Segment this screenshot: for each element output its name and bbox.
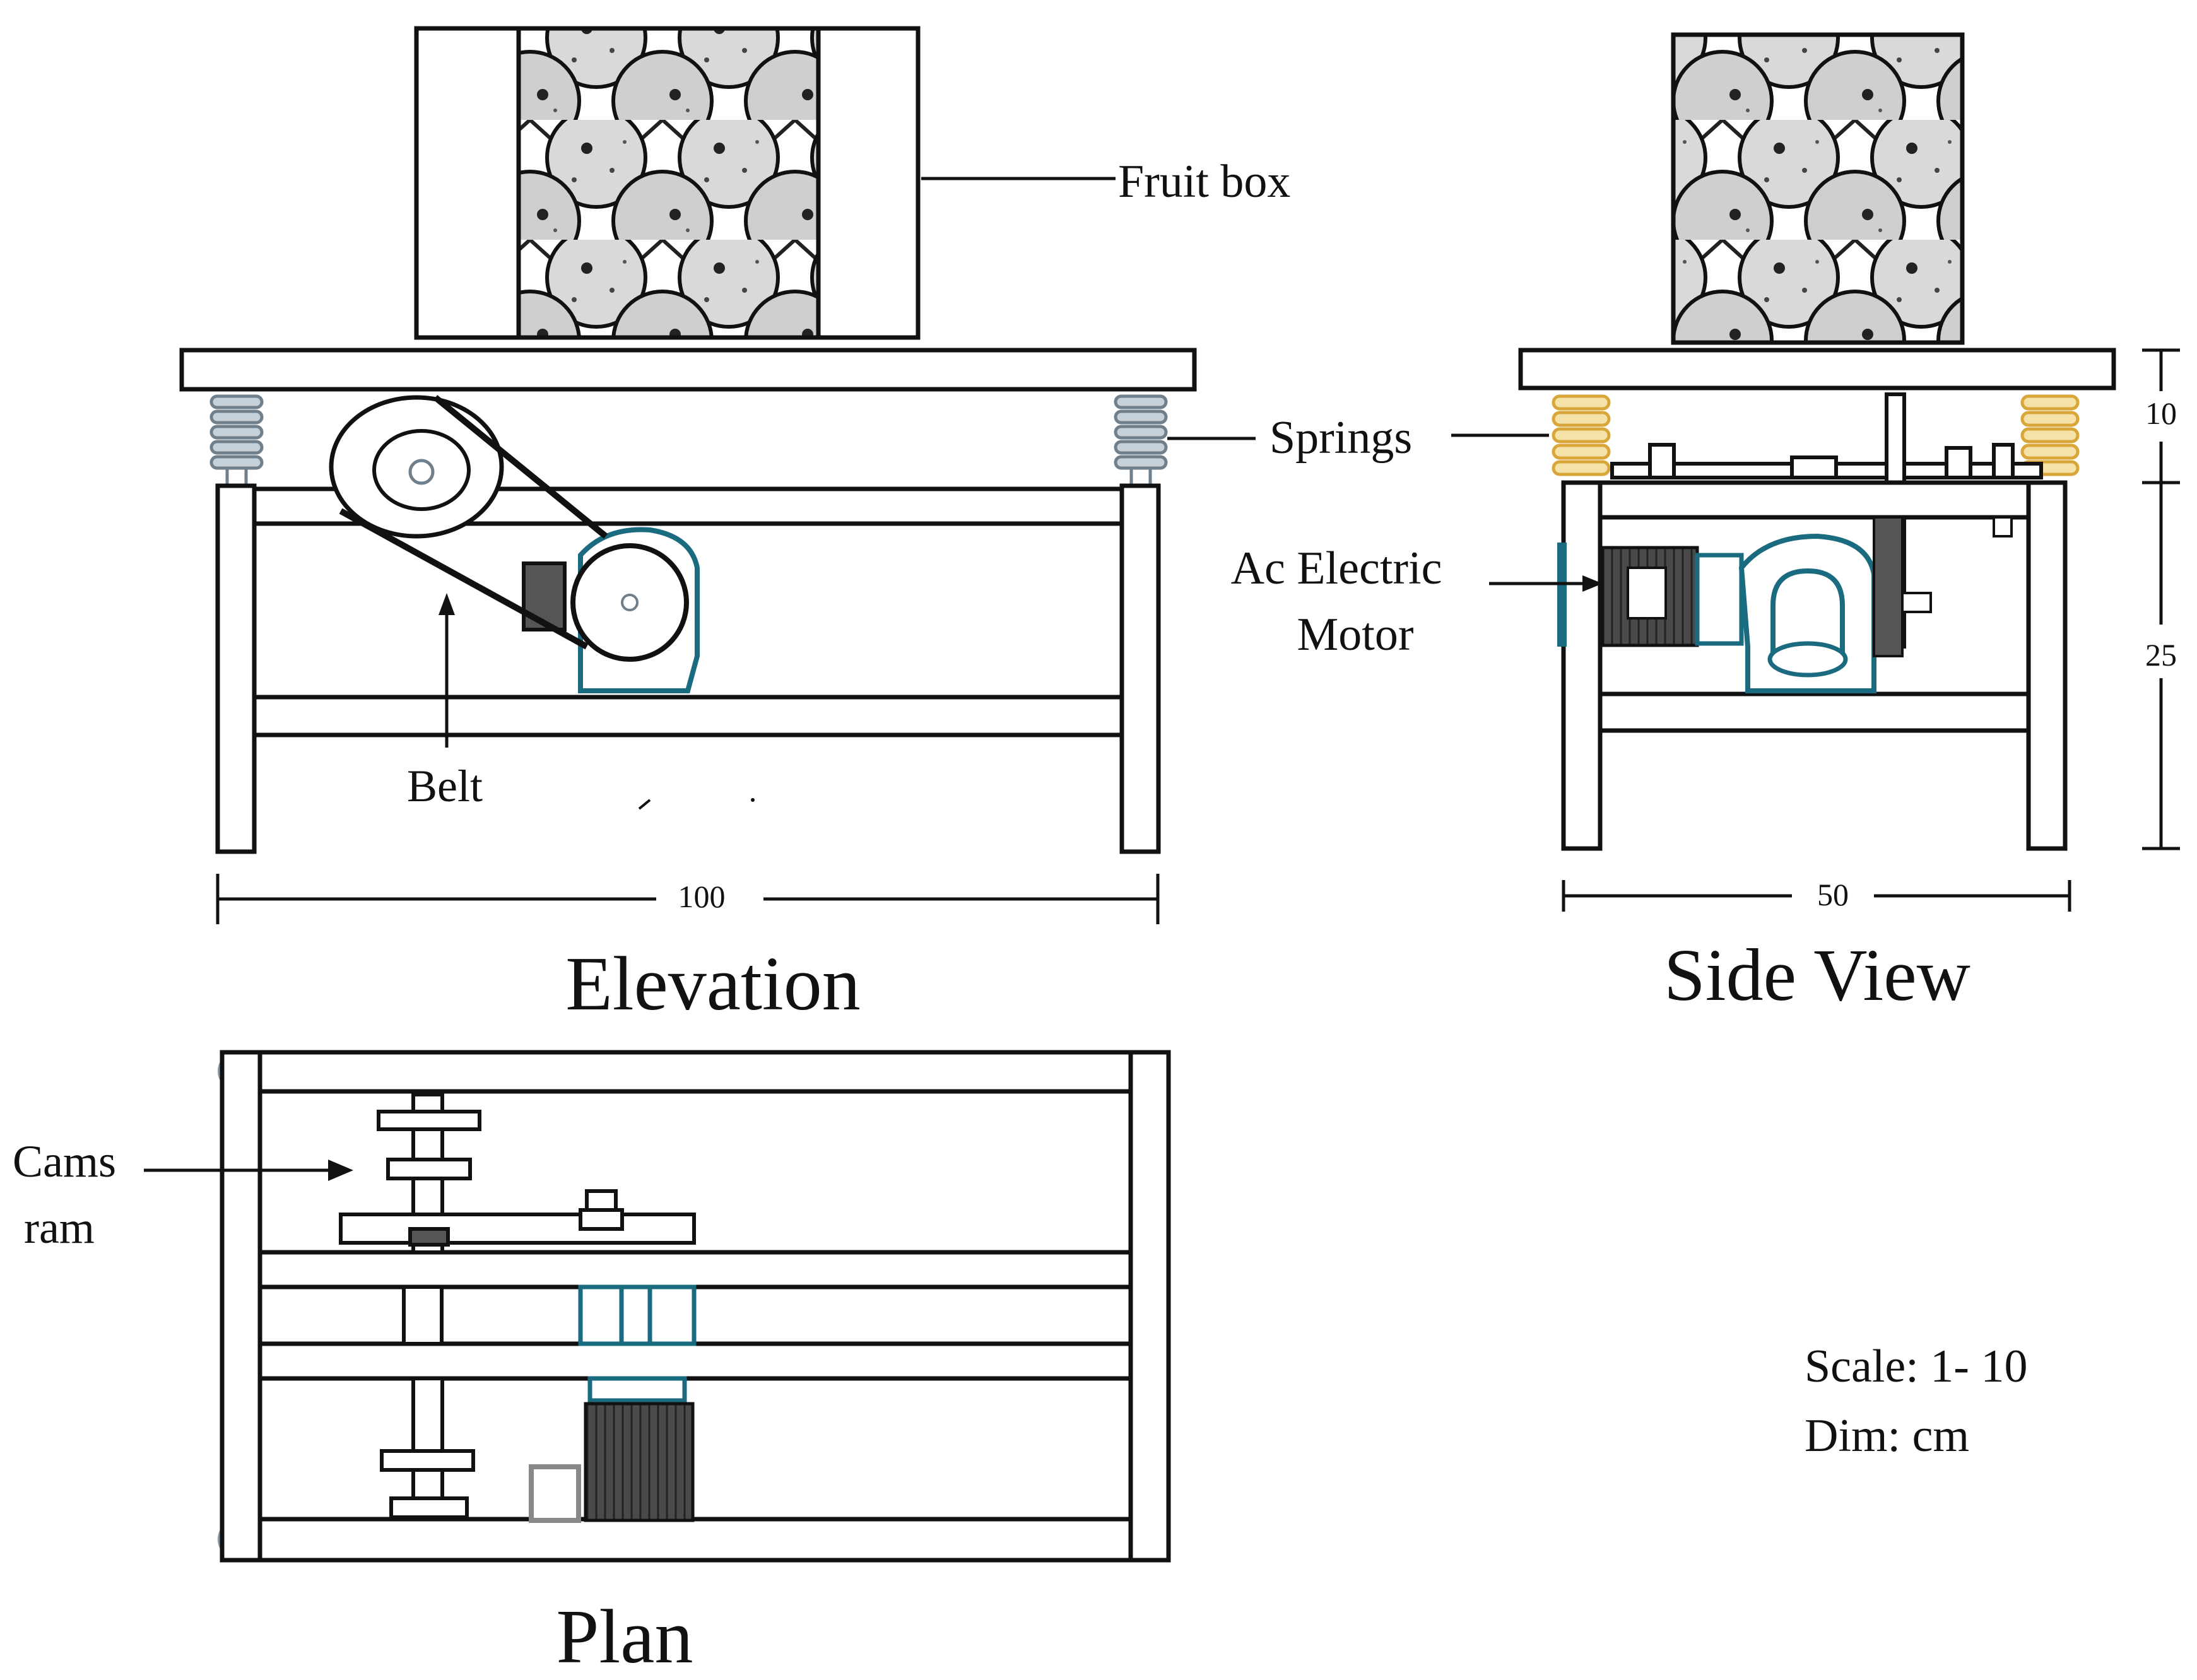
side-height-leg-value: 25 [2145, 637, 2177, 673]
elevation-belt [339, 395, 608, 650]
elevation-motor [522, 527, 700, 693]
plan-cam-shaft [339, 1093, 696, 1519]
side-spring-right [2020, 394, 2080, 476]
cams-label-line2: ram [24, 1202, 95, 1253]
plan-frame [220, 1050, 1171, 1563]
dim-note: Dim: cm [1805, 1410, 1969, 1462]
scale-note: Scale: 1- 10 [1805, 1341, 2027, 1392]
side-width-dimension [1562, 880, 2071, 912]
springs-callout: Springs [1167, 412, 1549, 464]
plan-motor [529, 1402, 695, 1523]
motor-callout: Ac Electric Motor [1231, 543, 1603, 661]
plan-coupling [578, 1284, 697, 1403]
plan-view: Plan [218, 1050, 1171, 1679]
elevation-platform [179, 348, 1197, 392]
elevation-width-dimension [216, 874, 1160, 924]
side-width-value: 50 [1817, 877, 1849, 912]
motor-label-line1: Ac Electric [1231, 543, 1442, 594]
elevation-title: Elevation [565, 941, 861, 1026]
springs-label: Springs [1269, 412, 1412, 464]
stray-mark [638, 799, 651, 810]
elevation-spring-right [1114, 394, 1168, 488]
plan-title: Plan [557, 1594, 693, 1679]
stray-dot [751, 798, 755, 802]
elevation-width-value: 100 [678, 879, 726, 914]
elevation-spring-left [209, 394, 264, 488]
elevation-view: 100 Elevation [179, 26, 1197, 1026]
side-view-title: Side View [1664, 934, 1970, 1016]
side-spring-left [1552, 394, 1611, 476]
cams-label-line1: Cams [13, 1136, 116, 1187]
motor-label-line2: Motor [1297, 609, 1414, 661]
side-height-dimension [2142, 348, 2180, 850]
side-platform [1518, 348, 2116, 391]
elevation-fruit-box [414, 26, 921, 340]
belt-leader-arrow [439, 593, 455, 748]
fruit-box-label: Fruit box [1118, 156, 1290, 208]
side-fruit-box [1671, 32, 1965, 345]
side-frame [1561, 480, 2068, 851]
side-motor [1557, 516, 2013, 693]
side-height-top-value: 10 [2145, 396, 2177, 431]
side-view: 50 10 25 Side View [1518, 32, 2180, 1016]
cams-callout: Cams ram [13, 1136, 353, 1253]
elevation-driven-pulley [329, 395, 504, 539]
belt-label: Belt [407, 761, 483, 811]
fruit-box-callout: Fruit box [921, 156, 1290, 208]
